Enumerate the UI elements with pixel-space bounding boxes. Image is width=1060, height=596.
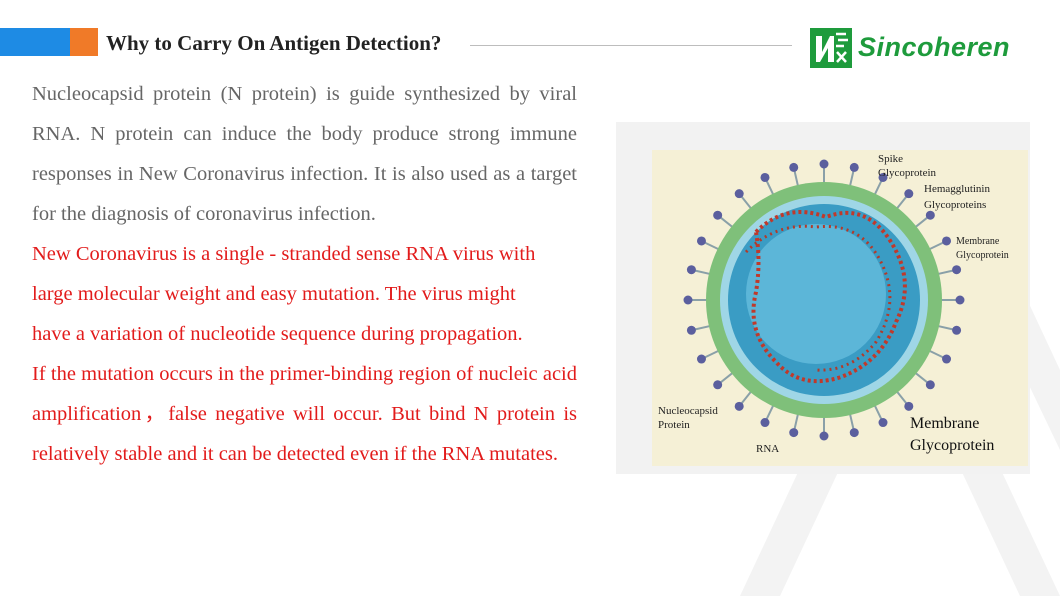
title-divider <box>470 45 792 46</box>
spike-head <box>925 380 935 390</box>
spike-head <box>849 162 859 172</box>
spike-head <box>686 325 696 335</box>
label-rna: RNA <box>756 443 779 455</box>
spike-head <box>789 428 799 438</box>
spike-head <box>760 172 770 182</box>
spike-head <box>904 189 914 199</box>
spike-head <box>878 418 888 428</box>
spike-head <box>686 265 696 275</box>
logo-text: Sincoheren <box>858 32 1011 62</box>
spike-head <box>819 431 829 441</box>
spike-head <box>683 295 693 305</box>
header-accent-orange <box>70 28 98 56</box>
label-membrane-glycoprotein: Membrane <box>910 415 979 432</box>
paragraph-n-protein: Nucleocapsid protein (N protein) is guid… <box>32 83 577 225</box>
body-text: Nucleocapsid protein (N protein) is guid… <box>32 74 577 474</box>
page-title: Why to Carry On Antigen Detection? <box>106 31 442 55</box>
label-nucleocapsid: Nucleocapsid <box>658 405 718 417</box>
paragraph-virus-line-3: have a variation of nucleotide sequence … <box>32 323 523 345</box>
coronavirus-diagram: Spike Glycoprotein Hemagglutinin Glycopr… <box>652 150 1028 466</box>
spike-head <box>952 265 962 275</box>
label-hemagglutinin-2: Glycoproteins <box>924 199 986 211</box>
header-accent-blue <box>0 28 70 56</box>
paragraph-virus-line-2: large molecular weight and easy mutation… <box>32 283 516 305</box>
label-spike-2: Glycoprotein <box>878 167 937 179</box>
spike-head <box>713 210 723 220</box>
spike-head <box>904 401 914 411</box>
paragraph-mutation: If the mutation occurs in the primer-bin… <box>32 363 577 465</box>
spike-head <box>760 418 770 428</box>
spike-head <box>942 236 952 246</box>
spike-head <box>955 295 965 305</box>
label-membrane-small-2: Glycoprotein <box>956 250 1009 261</box>
label-spike: Spike <box>878 153 903 165</box>
spike-head <box>713 380 723 390</box>
company-logo: Sincoheren <box>810 28 1030 70</box>
spike-head <box>942 354 952 364</box>
spike-head <box>734 401 744 411</box>
spike-head <box>696 354 706 364</box>
label-hemagglutinin: Hemagglutinin <box>924 183 990 195</box>
spike-head <box>734 189 744 199</box>
spike-head <box>819 159 829 169</box>
logo-mark-icon <box>810 28 852 68</box>
spike-head <box>849 428 859 438</box>
spike-head <box>925 210 935 220</box>
label-nucleocapsid-2: Protein <box>658 419 690 431</box>
label-membrane-small: Membrane <box>956 236 1000 247</box>
virus-diagram-image: Spike Glycoprotein Hemagglutinin Glycopr… <box>616 122 1030 474</box>
label-membrane-glycoprotein-2: Glycoprotein <box>910 437 994 454</box>
spike-head <box>952 325 962 335</box>
spike-head <box>696 236 706 246</box>
spike-head <box>789 162 799 172</box>
spike-head <box>878 172 888 182</box>
paragraph-virus-line-1: New Coronavirus is a single - stranded s… <box>32 243 536 265</box>
